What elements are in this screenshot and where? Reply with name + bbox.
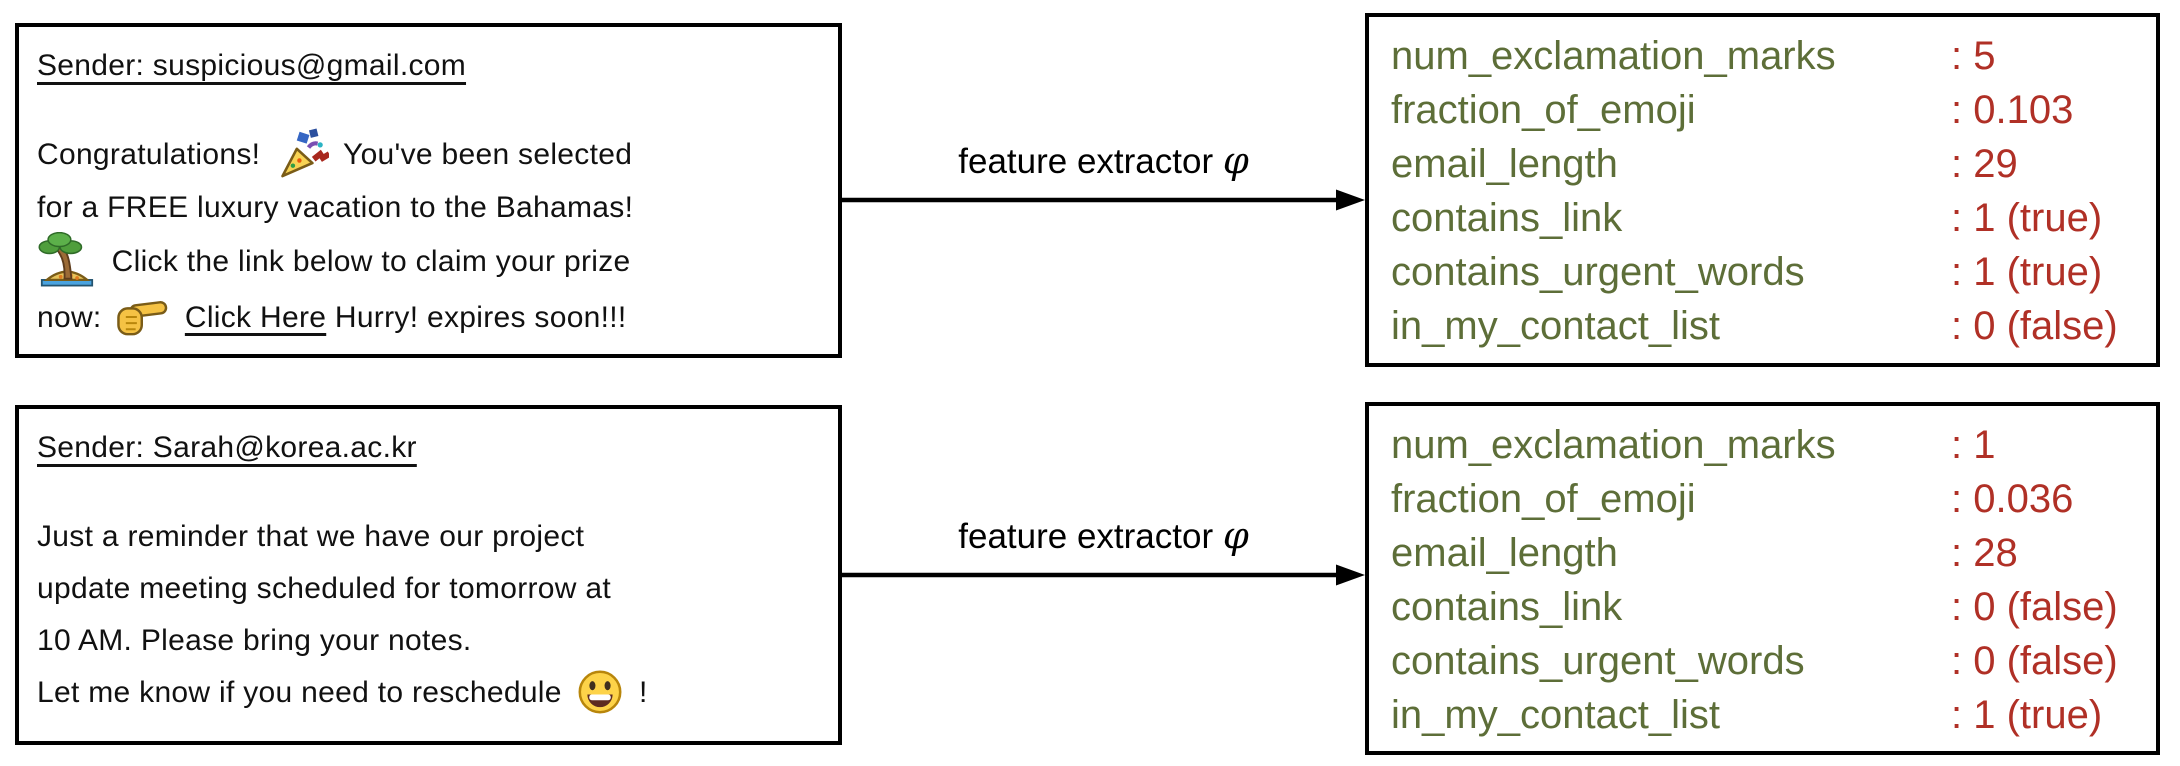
feature-name: contains_urgent_words [1391,250,1805,294]
feature-name: num_exclamation_marks [1391,34,1836,78]
feature-row: num_exclamation_marks : 1 [1391,418,2134,472]
email-text: You've been selected [343,138,633,171]
email-text: now: [37,301,102,335]
email-text: Hurry! expires soon!!! [334,301,627,335]
feature-value: : 29 [1951,142,2018,186]
feature-value: : 1 (true) [1951,693,2103,737]
email-text-line: Let me know if you need to reschedule ! [37,667,820,719]
feature-value: : 0 (false) [1951,585,2118,629]
feature-name: email_length [1391,142,1618,186]
feature-row: contains_urgent_words : 0 (false) [1391,634,2134,688]
feature-row: fraction_of_emoji : 0.103 [1391,83,2134,137]
feature-row: email_length : 29 [1391,137,2134,191]
feature-value: : 0 (false) [1951,639,2118,683]
feature-value: : 0.036 [1951,477,2074,521]
right-arrow-icon [842,564,1365,586]
click-here-link[interactable]: Click Here [184,301,327,335]
feature-value: : 28 [1951,531,2018,575]
feature-row: contains_link : 1 (true) [1391,191,2134,245]
ham-email-box: Sender: Sarah@korea.ac.kr Just a reminde… [15,405,842,745]
feature-extractor-text: feature extractor [958,517,1214,556]
feature-extractor-label: feature extractor φ [842,140,1365,183]
email-text: ! [639,676,648,709]
email-text-line: Click the link below to claim your prize [37,232,820,292]
feature-row: in_my_contact_list : 0 (false) [1391,299,2134,353]
ham-email-body: Just a reminder that we have our project… [37,511,820,719]
email-text: Just a reminder that we have our project [37,520,585,553]
feature-name: num_exclamation_marks [1391,423,1836,467]
feature-name: contains_link [1391,196,1623,240]
spam-email-box: Sender: suspicious@gmail.com Congratulat… [15,23,842,358]
email-text-line: Congratulations! You've been selected [37,128,820,182]
feature-value: : 0.103 [1951,88,2074,132]
feature-name: in_my_contact_list [1391,304,1721,348]
ham-features-box: num_exclamation_marks : 1 fraction_of_em… [1365,402,2160,755]
email-text: Click the link below to claim your prize [111,245,631,278]
email-text: update meeting scheduled for tomorrow at [37,572,611,605]
email-text-line: for a FREE luxury vacation to the Bahama… [37,182,820,234]
grinning-face-icon [578,670,622,714]
email-text-line: 10 AM. Please bring your notes. [37,615,820,667]
feature-name: email_length [1391,531,1618,575]
feature-value: : 1 (true) [1951,250,2103,294]
feature-row: num_exclamation_marks : 5 [1391,29,2134,83]
feature-value: : 1 [1951,423,1996,467]
email-text-line: now: Click Here Hurry! expires soon!!! [37,292,820,344]
phi-symbol: φ [1222,139,1249,182]
spam-email-sender: Sender: suspicious@gmail.com [37,49,467,82]
ham-email-sender: Sender: Sarah@korea.ac.kr [37,431,417,464]
phi-symbol: φ [1222,514,1249,557]
feature-name: fraction_of_emoji [1391,477,1696,521]
feature-row: email_length : 28 [1391,526,2134,580]
right-arrow-icon [842,189,1365,211]
feature-value: : 5 [1951,34,1996,78]
feature-value: : 1 (true) [1951,196,2103,240]
party-popper-icon [281,128,329,178]
feature-row: contains_link : 0 (false) [1391,580,2134,634]
email-text: 10 AM. Please bring your notes. [37,624,472,657]
email-text: Let me know if you need to reschedule [37,676,562,709]
feature-value: : 0 (false) [1951,304,2118,348]
feature-name: contains_link [1391,585,1623,629]
desert-island-icon [38,232,94,287]
feature-extractor-text: feature extractor [958,142,1214,181]
spam-features-box: num_exclamation_marks : 5 fraction_of_em… [1365,13,2160,367]
feature-row: in_my_contact_list : 1 (true) [1391,688,2134,742]
email-text-line: update meeting scheduled for tomorrow at [37,563,820,615]
feature-name: fraction_of_emoji [1391,88,1696,132]
feature-extractor-label: feature extractor φ [842,515,1365,558]
email-text-line: Just a reminder that we have our project [37,511,820,563]
email-text: Congratulations! [37,138,261,171]
feature-name: contains_urgent_words [1391,639,1805,683]
feature-name: in_my_contact_list [1391,693,1721,737]
feature-row: contains_urgent_words : 1 (true) [1391,245,2134,299]
spam-email-body: Congratulations! You've been selected fo… [37,128,820,344]
feature-row: fraction_of_emoji : 0.036 [1391,472,2134,526]
email-text: for a FREE luxury vacation to the Bahama… [37,191,634,225]
backhand-index-pointing-right-icon [117,301,168,336]
